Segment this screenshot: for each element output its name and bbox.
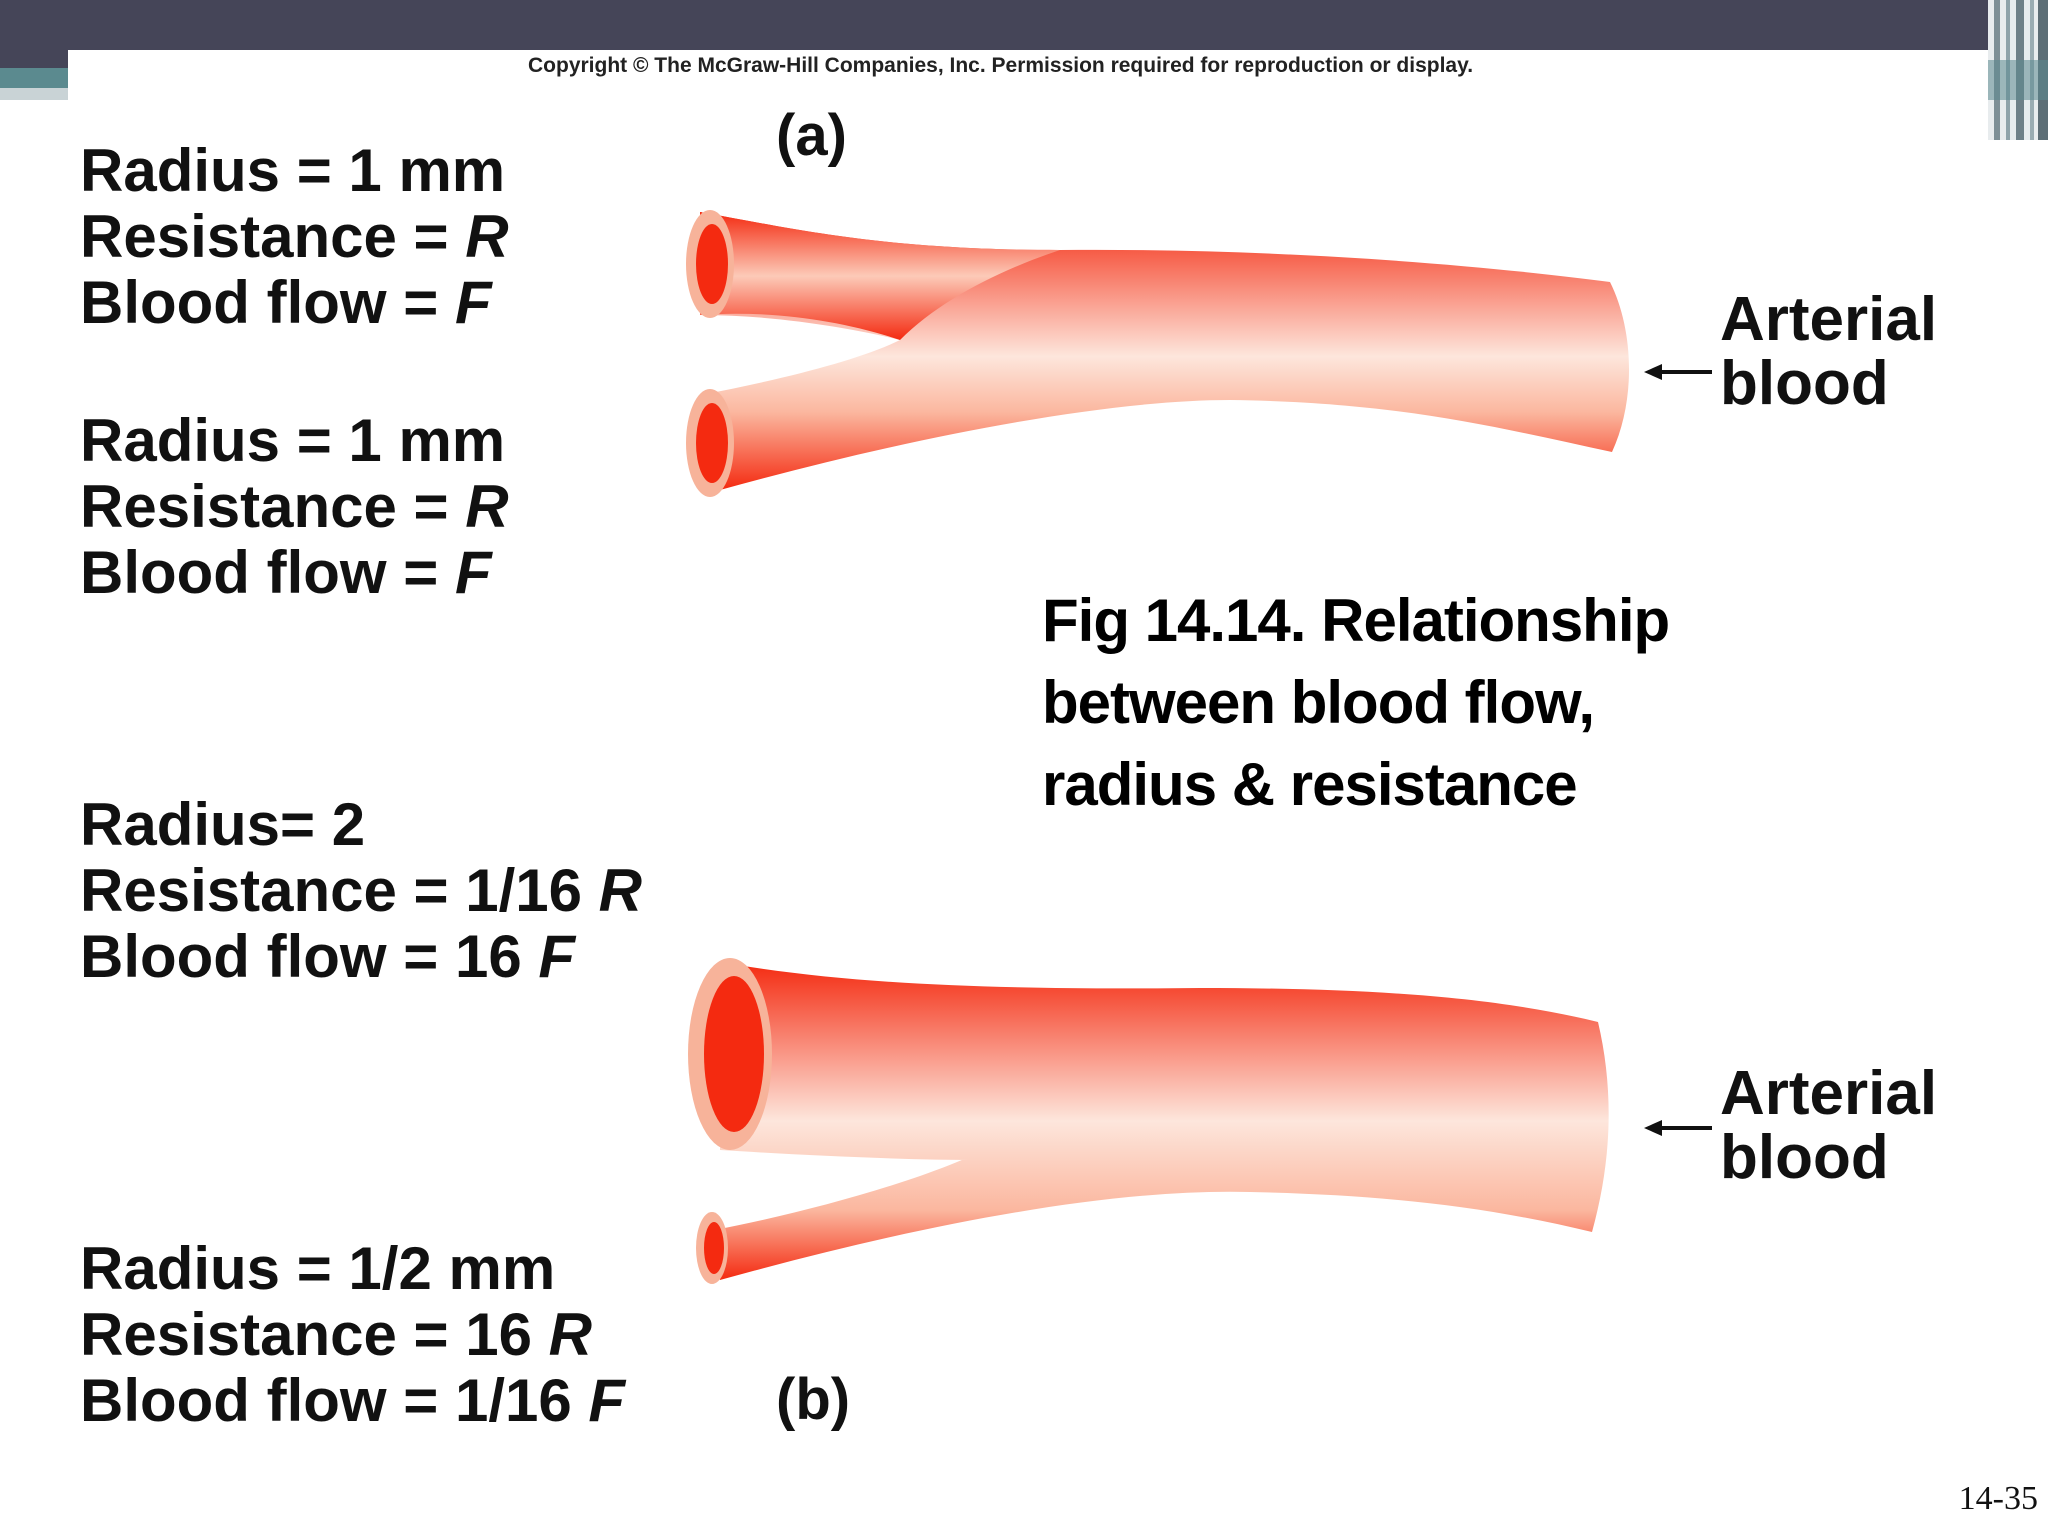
panel-a-top-flow: Blood flow = F [80, 269, 492, 336]
vessel-b-trunk [714, 962, 1609, 1280]
panel-a-arterial-blood-label: Arterial blood [1720, 285, 1938, 418]
arterial-arrow-b [1644, 1120, 1712, 1136]
panel-b-bottom-vessel-info: Radius = 1/2 mm Resistance = 16 R Blood … [80, 1236, 625, 1434]
panel-a-top-vessel-info: Radius = 1 mm Resistance = R Blood flow … [80, 138, 509, 336]
panel-b-top-resistance: Resistance = 1/16 R [80, 857, 643, 924]
panel-a-label: (a) [776, 103, 847, 168]
panel-a-bottom-radius: Radius = 1 mm [80, 407, 506, 474]
arterial-arrow-a [1644, 364, 1712, 380]
vessel-a [686, 210, 1630, 497]
panel-b-arterial-blood-label: Arterial blood [1720, 1059, 1938, 1192]
figure-caption: Fig 14.14. Relationship between blood fl… [1042, 587, 1670, 818]
vessel-b-wide-lumen [704, 976, 764, 1132]
panel-b-bottom-flow: Blood flow = 1/16 F [80, 1367, 626, 1434]
panel-b-bottom-radius: Radius = 1/2 mm [80, 1235, 556, 1302]
slide-corner-accent-left [0, 50, 68, 100]
panel-b-bottom-resistance: Resistance = 16 R [80, 1301, 592, 1368]
slide-top-bar [0, 0, 2048, 50]
copyright-notice: Copyright © The McGraw-Hill Companies, I… [528, 54, 1474, 77]
panel-a-top-resistance: Resistance = R [80, 203, 509, 270]
panel-b-top-vessel-info: Radius= 2 Resistance = 1/16 R Blood flow… [80, 792, 642, 990]
vessel-a-upper-branch [700, 212, 1060, 340]
slide-page-number: 14-35 [1958, 1480, 2038, 1517]
panel-a-top-radius: Radius = 1 mm [80, 137, 506, 204]
vessel-a-upper-lumen [696, 224, 728, 304]
vessel-b [688, 958, 1609, 1284]
panel-a-bottom-flow: Blood flow = F [80, 539, 492, 606]
slide-corner-accent-right [1988, 0, 2048, 140]
vessel-a-lower-lumen [696, 403, 728, 483]
panel-b-top-flow: Blood flow = 16 F [80, 923, 576, 990]
vessel-b-narrow-lumen [704, 1222, 724, 1274]
panel-b-top-radius: Radius= 2 [80, 791, 366, 858]
panel-a-bottom-vessel-info: Radius = 1 mm Resistance = R Blood flow … [80, 408, 509, 606]
panel-a-bottom-resistance: Resistance = R [80, 473, 509, 540]
panel-b-label: (b) [776, 1367, 851, 1432]
